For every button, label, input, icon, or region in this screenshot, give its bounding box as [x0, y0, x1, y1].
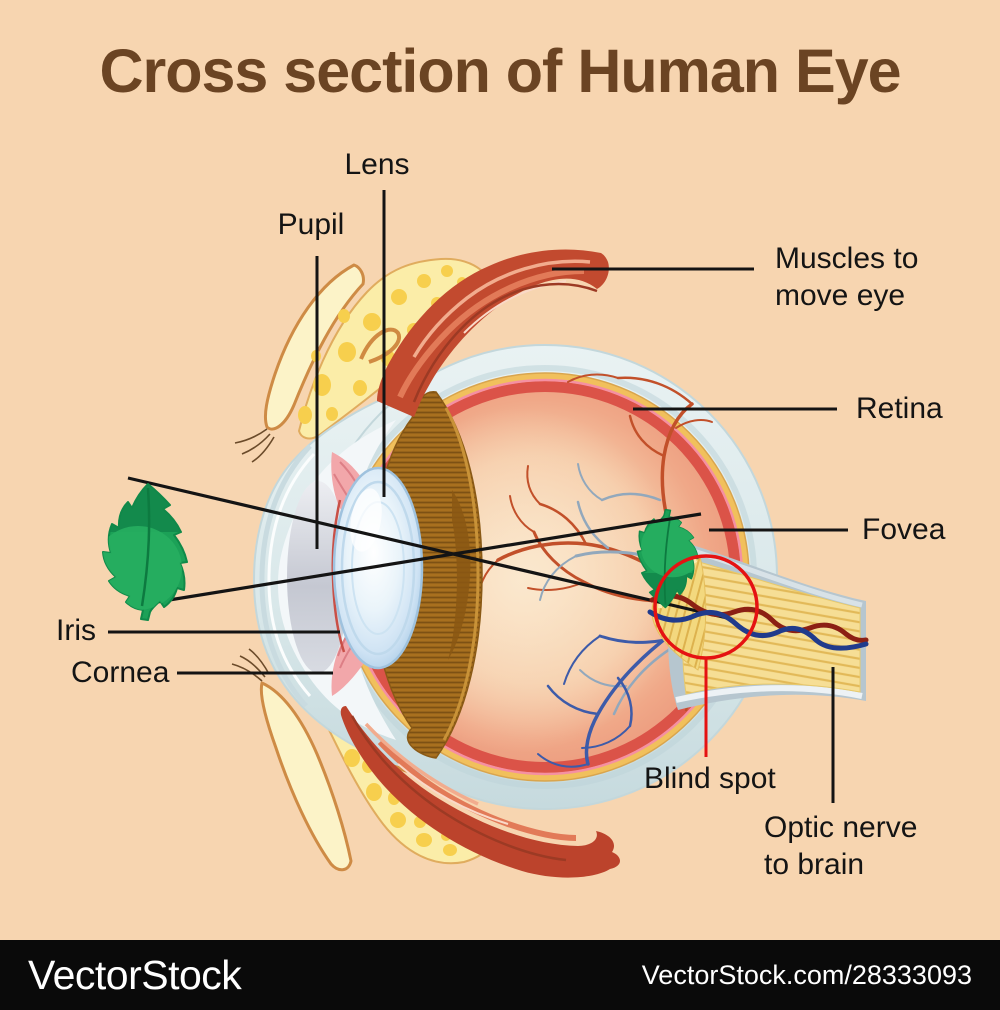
diagram-title: Cross section of Human Eye: [99, 37, 901, 105]
label-optic-nerve: Optic nerve to brain: [764, 811, 918, 881]
vectorstock-logo: VectorStock: [28, 951, 242, 998]
image-credit-url: VectorStock.com/28333093: [641, 959, 972, 990]
inferior-muscle: [340, 706, 620, 878]
light-ray-upper: [127, 476, 728, 620]
footer-bar: VectorStock VectorStock.com/28333093: [0, 940, 1000, 1010]
label-iris: Iris: [56, 614, 96, 647]
label-fovea: Fovea: [862, 513, 946, 546]
label-blind-spot: Blind spot: [644, 762, 776, 795]
superior-muscle: [377, 249, 609, 417]
label-retina: Retina: [856, 392, 943, 425]
lower-eyelashes: [231, 648, 270, 682]
label-pupil: Pupil: [277, 208, 345, 241]
lens: [332, 466, 424, 670]
label-muscles: Muscles to move eye: [775, 242, 919, 312]
label-cornea: Cornea: [71, 656, 170, 689]
retinal-vessels-blue: [537, 620, 694, 768]
upper-eyelashes: [234, 428, 275, 463]
anterior-segment: [259, 391, 483, 759]
leader-lines: [108, 190, 848, 803]
light-ray-lower: [131, 512, 702, 608]
label-lens: Lens: [344, 148, 410, 181]
nerve-fibres: [647, 593, 869, 651]
